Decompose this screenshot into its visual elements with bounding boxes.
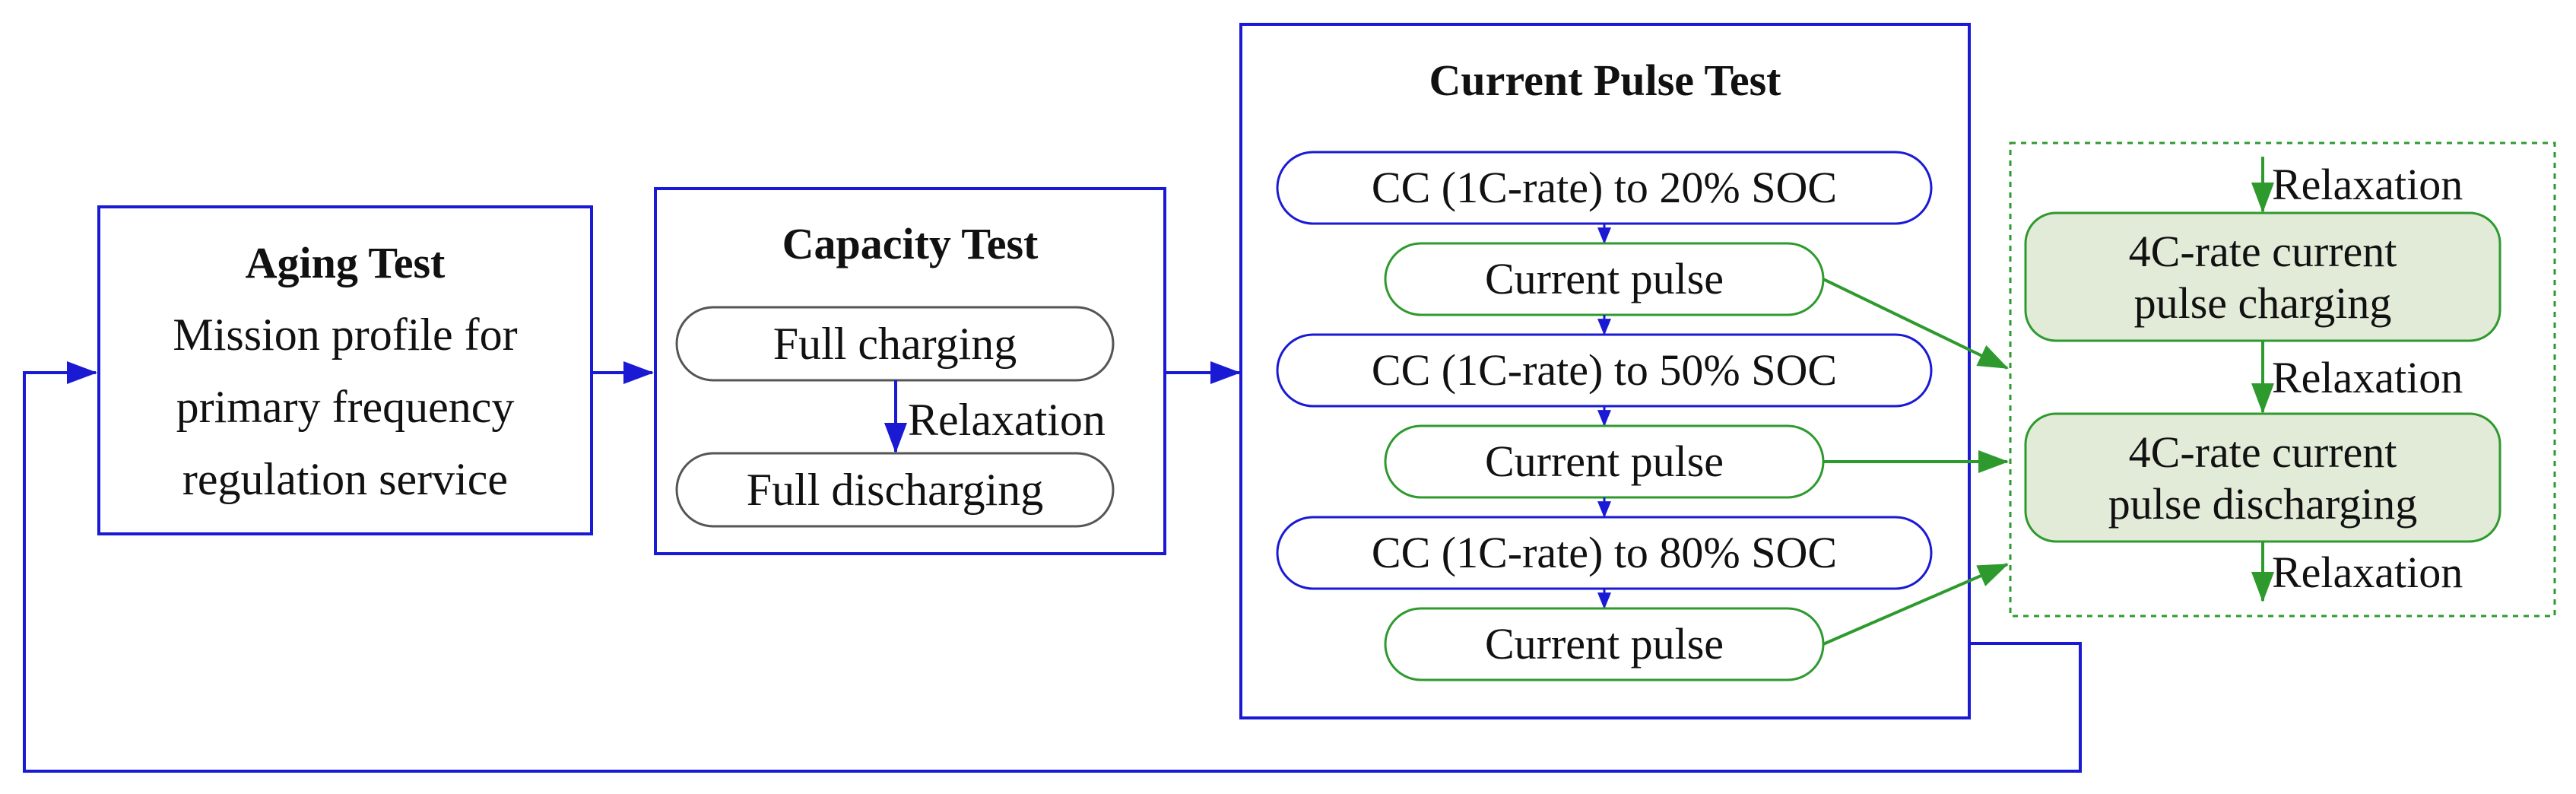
full-discharging-node bbox=[675, 452, 1115, 528]
cc-80-soc-label: CC (1C-rate) to 80% SOC bbox=[1372, 528, 1837, 577]
relaxation-top-label: Relaxation bbox=[2272, 160, 2463, 209]
cc-20-soc-label: CC (1C-rate) to 20% SOC bbox=[1372, 163, 1837, 212]
capacity-test-title: Capacity Test bbox=[782, 219, 1039, 268]
pulse-1-detail-arrow bbox=[1823, 278, 2009, 370]
aging-test-title: Aging Test bbox=[246, 238, 446, 287]
aging-test-box: Aging Test Mission profile for primary f… bbox=[97, 205, 593, 535]
relaxation-mid-label: Relaxation bbox=[2272, 353, 2463, 402]
aging-test-line-1: Mission profile for bbox=[173, 310, 517, 360]
aging-test-line-2: primary frequency bbox=[176, 382, 515, 432]
current-pulse-1-label: Current pulse bbox=[1485, 254, 1724, 303]
pulse-discharging-line-1: 4C-rate current bbox=[2129, 427, 2397, 477]
current-pulse-test-box: Current Pulse Test CC (1C-rate) to 20% S… bbox=[1239, 23, 1971, 719]
cc-50-soc-label: CC (1C-rate) to 50% SOC bbox=[1372, 345, 1837, 395]
pulse-charging-line-1: 4C-rate current bbox=[2129, 227, 2397, 276]
capacity-test-box: Capacity Test Full charging Relaxation F… bbox=[654, 187, 1166, 555]
pulse-charging-line-2: pulse charging bbox=[2134, 278, 2392, 328]
pulse-3-detail-arrow bbox=[1823, 563, 2009, 646]
full-charging-label: Full charging bbox=[773, 319, 1017, 369]
relaxation-bottom-label: Relaxation bbox=[2272, 548, 2463, 597]
capacity-relaxation-label: Relaxation bbox=[908, 395, 1106, 445]
current-pulse-3-label: Current pulse bbox=[1485, 619, 1724, 669]
pulse-discharging-line-2: pulse discharging bbox=[2108, 479, 2417, 529]
aging-test-line-3: regulation service bbox=[182, 454, 508, 504]
feedback-loop-arrow bbox=[23, 361, 2082, 773]
current-pulse-2-label: Current pulse bbox=[1485, 437, 1724, 486]
current-pulse-test-title: Current Pulse Test bbox=[1429, 56, 1782, 105]
pulse-detail-box: Relaxation 4C-rate current pulse chargin… bbox=[2009, 141, 2556, 618]
full-discharging-label: Full discharging bbox=[747, 465, 1044, 515]
